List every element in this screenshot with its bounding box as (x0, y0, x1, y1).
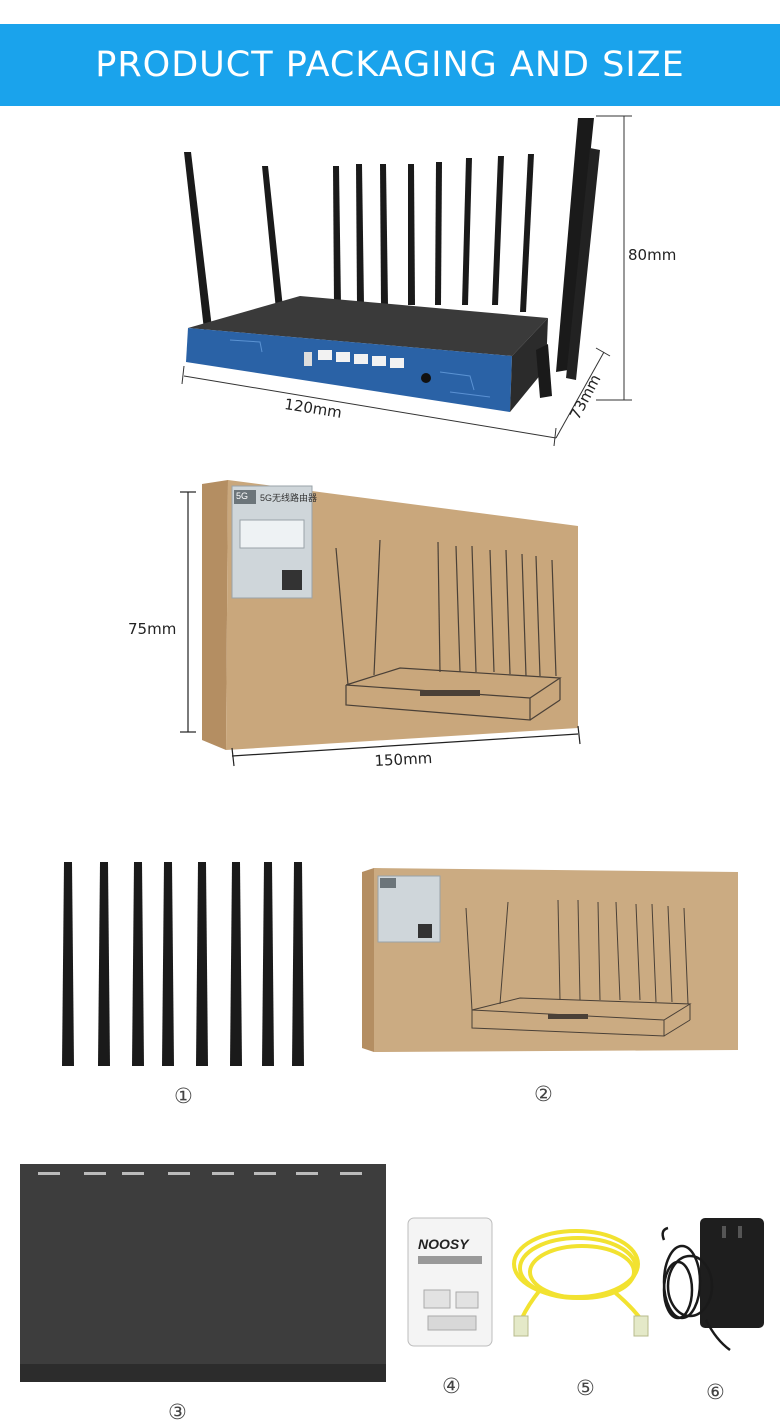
item-marker-6: ⑥ (706, 1380, 725, 1404)
header-banner: PRODUCT PACKAGING AND SIZE (0, 24, 780, 106)
sim-brand: NOOSY (418, 1236, 469, 1252)
item-marker-5: ⑤ (576, 1376, 595, 1400)
page-title: PRODUCT PACKAGING AND SIZE (95, 45, 685, 85)
box-height-label: 75mm (128, 620, 177, 638)
box-badge: 5G (236, 491, 249, 501)
box-brand-text: 5G无线路由器 (260, 493, 318, 503)
router-height-label: 80mm (628, 246, 677, 264)
item-marker-3: ③ (168, 1400, 187, 1424)
box-width-label: 150mm (374, 748, 433, 770)
item-marker-1: ① (174, 1084, 193, 1108)
item-marker-4: ④ (442, 1374, 461, 1398)
item-marker-2: ② (534, 1082, 553, 1106)
